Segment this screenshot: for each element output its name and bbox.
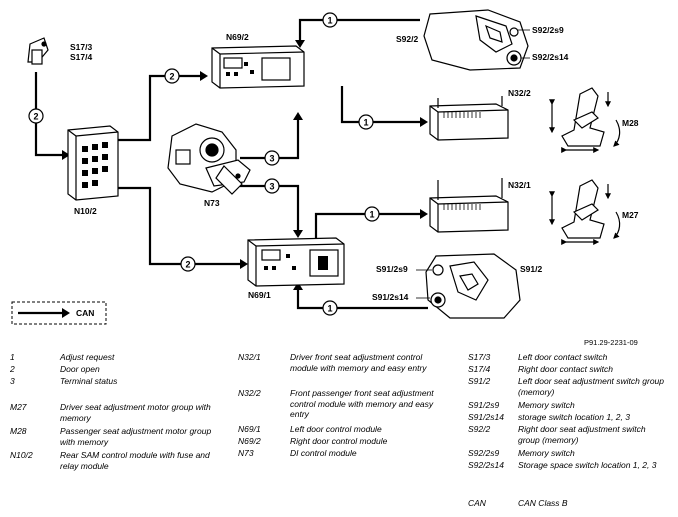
line-s17-to-n10 (34, 72, 62, 157)
signal-circle: 2 (164, 68, 180, 84)
svg-text:2: 2 (169, 72, 174, 82)
label-s91-2s14: S91/2s14 (372, 292, 409, 302)
line-s91-to-n69-1 (296, 290, 428, 310)
rear-sam-module-icon (67, 125, 119, 201)
signal-circle: 1 (364, 206, 380, 222)
driver-seat-module-icon (429, 178, 509, 233)
label-n69-2: N69/2 (226, 32, 249, 42)
signal-circle: 2 (180, 256, 196, 272)
label-s92-2s14: S92/2s14 (532, 52, 569, 62)
arrowhead (293, 112, 303, 120)
label-n10-2: N10/2 (74, 206, 97, 216)
right-door-seat-switch-group-icon (423, 9, 529, 71)
line-n73-to-n69-1 (240, 184, 300, 230)
door-contact-switch-icon (27, 37, 49, 65)
label-s91-2: S91/2 (520, 264, 542, 274)
label-s92-2: S92/2 (396, 34, 418, 44)
svg-text:3: 3 (269, 154, 274, 164)
can-label: CAN (76, 308, 94, 318)
line-n73-to-n69-2 (240, 120, 300, 160)
arrowhead (240, 259, 248, 269)
label-s91-2s9: S91/2s9 (376, 264, 408, 274)
arrowhead (420, 117, 428, 127)
line-n69-2-to-n32-2 (340, 86, 420, 124)
signal-circle: 3 (264, 178, 280, 194)
label-m27: M27 (622, 210, 639, 220)
label-s17-4: S17/4 (70, 52, 92, 62)
arrowhead (62, 150, 70, 160)
arrowhead (200, 71, 208, 81)
svg-text:1: 1 (327, 16, 332, 26)
figure-reference: P91.29-2231-09 (584, 338, 638, 347)
signal-circle: 1 (322, 300, 338, 316)
svg-text:2: 2 (185, 260, 190, 270)
line-s92-to-n69-2 (298, 18, 420, 40)
left-door-seat-switch-group-icon (425, 253, 521, 319)
label-n32-1: N32/1 (508, 180, 531, 190)
can-legend-box: CAN (11, 301, 107, 325)
svg-text:1: 1 (327, 304, 332, 314)
right-door-control-module-icon (211, 45, 305, 89)
label-n32-2: N32/2 (508, 88, 531, 98)
wiring-diagram: 2 2 2 1 1 3 3 1 (11, 9, 639, 325)
label-s17-3: S17/3 (70, 42, 92, 52)
line-n10-to-n69-1 (118, 186, 240, 266)
label-s92-2s9: S92/2s9 (532, 25, 564, 35)
arrowhead (295, 40, 305, 48)
arrowhead (420, 209, 428, 219)
driver-seat-motor-icon (549, 179, 621, 245)
signal-circle: 3 (264, 150, 280, 166)
svg-text:1: 1 (363, 118, 368, 128)
svg-text:3: 3 (269, 182, 274, 192)
label-m28: M28 (622, 118, 639, 128)
arrowhead (293, 282, 303, 290)
passenger-seat-module-icon (429, 96, 509, 141)
signal-circle: 2 (28, 108, 44, 124)
passenger-seat-motor-icon (549, 87, 621, 153)
left-door-control-module-icon (247, 237, 345, 287)
label-n73: N73 (204, 198, 220, 208)
svg-text:1: 1 (369, 210, 374, 220)
arrowhead (293, 230, 303, 238)
label-n69-1: N69/1 (248, 290, 271, 300)
signal-circle: 1 (322, 12, 338, 28)
signal-circle: 1 (358, 114, 374, 130)
di-control-module-icon (167, 123, 251, 195)
svg-text:2: 2 (33, 112, 38, 122)
line-n69-1-to-n32-1 (314, 212, 420, 240)
